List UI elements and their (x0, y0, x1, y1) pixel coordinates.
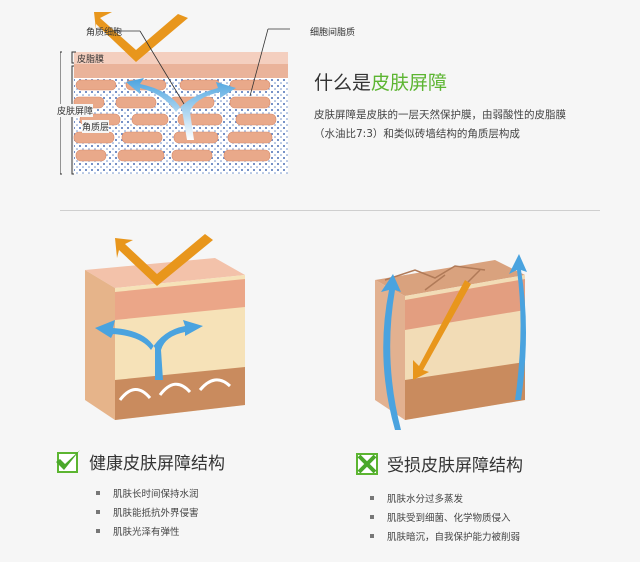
title-prefix: 什么是 (314, 72, 372, 94)
section-divider (60, 210, 600, 211)
intro-description: 皮肤屏障是皮肤的一层天然保护膜，由弱酸性的皮脂膜 （水油比7:3）和类似砖墙结构… (314, 106, 566, 144)
checkbox-cross-icon (356, 452, 378, 475)
damaged-bullets: 肌肤水分过多蒸发 肌肤受到细菌、化学物质侵入 肌肤暗沉，自我保护能力被削弱 (370, 488, 520, 545)
intro-title: 什么是皮肤屏障 (314, 68, 447, 95)
skin-barrier-cross-section (60, 12, 290, 175)
checkbox-check-icon (56, 450, 80, 473)
damaged-skin-cube (375, 254, 527, 430)
label-skin-barrier: 皮肤屏障 (57, 104, 94, 117)
label-stratum-corneum: 角质层 (82, 120, 110, 133)
healthy-bullets: 肌肤长时间保持水润 肌肤能抵抗外界侵害 肌肤光泽有弹性 (96, 483, 199, 540)
damaged-section-title: 受损皮肤屏障结构 (355, 451, 523, 476)
damaged-title-text: 受损皮肤屏障结构 (387, 456, 523, 476)
healthy-skin-cube (85, 234, 245, 420)
title-highlight: 皮肤屏障 (371, 72, 448, 94)
list-item: 肌肤长时间保持水润 (96, 483, 199, 502)
healthy-section-title: 健康皮肤屏障结构 (55, 448, 225, 474)
list-item: 肌肤能抵抗外界侵害 (96, 502, 199, 521)
label-corneocyte: 角质细胞 (86, 28, 123, 38)
label-intercellular-lipid: 细胞间脂质 (310, 28, 356, 38)
label-sebum-film: 皮脂膜 (77, 55, 105, 65)
list-item: 肌肤暗沉，自我保护能力被削弱 (370, 526, 520, 545)
list-item: 肌肤受到细菌、化学物质侵入 (370, 507, 520, 526)
list-item: 肌肤光泽有弹性 (96, 521, 199, 540)
healthy-title-text: 健康皮肤屏障结构 (89, 453, 225, 474)
list-item: 肌肤水分过多蒸发 (370, 488, 520, 507)
desc-line: （水油比7:3）和类似砖墙结构的角质层构成 (314, 128, 520, 140)
desc-line: 皮肤屏障是皮肤的一层天然保护膜，由弱酸性的皮脂膜 (314, 109, 566, 121)
